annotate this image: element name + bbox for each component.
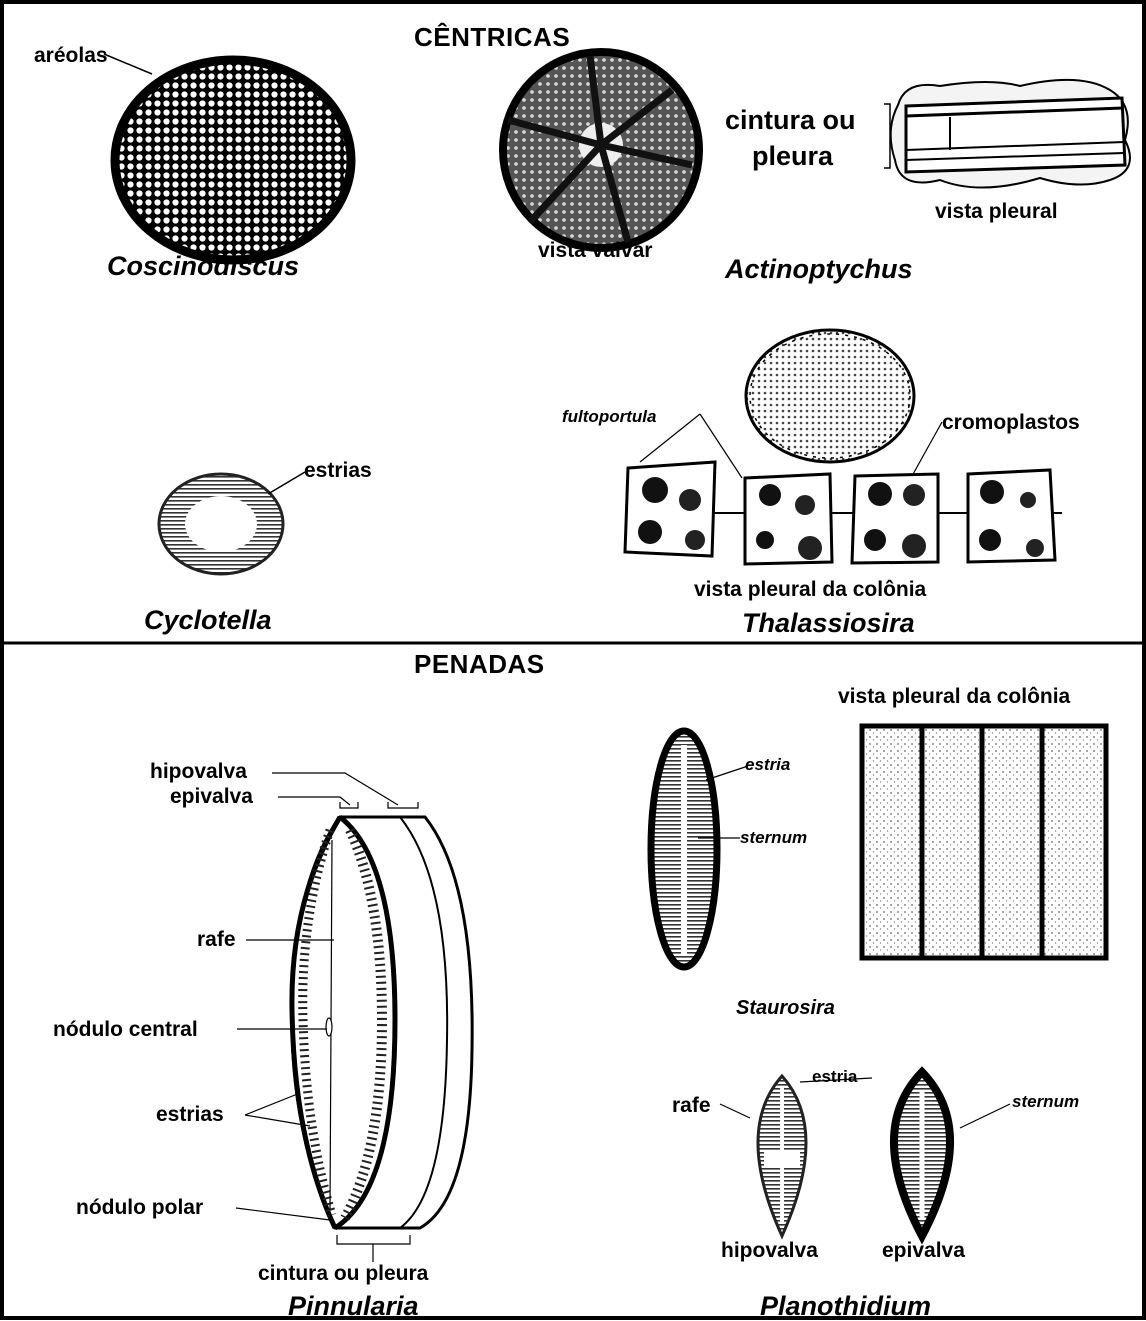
label-pleura: pleura — [752, 143, 833, 170]
cyclotella-drawing — [159, 472, 305, 574]
genus-thalassiosira: Thalassiosira — [742, 610, 915, 637]
coscinodiscus-drawing — [104, 54, 351, 260]
label-areolas: aréolas — [34, 45, 108, 66]
genus-cyclotella: Cyclotella — [144, 607, 272, 634]
section-title-penadas: PENADAS — [414, 651, 545, 677]
genus-actinoptychus: Actinoptychus — [725, 256, 913, 283]
section-title-centricas: CÊNTRICAS — [414, 24, 570, 50]
label-rafe-planothidium: rafe — [672, 1095, 711, 1116]
label-nodulo-polar: nódulo polar — [76, 1197, 203, 1218]
label-sternum-planothidium: sternum — [1012, 1093, 1079, 1110]
label-estrias-cyclotella: estrias — [304, 460, 372, 481]
genus-staurosira: Staurosira — [736, 998, 835, 1018]
label-hipovalva-pinnularia: hipovalva — [150, 761, 247, 782]
pinnularia-drawing — [236, 773, 472, 1262]
label-vista-pleural: vista pleural — [935, 201, 1058, 222]
label-vista-pleural-colonia-staurosira: vista pleural da colônia — [838, 686, 1070, 707]
label-epivalva-planothidium: epivalva — [882, 1240, 965, 1261]
genus-planothidium: Planothidium — [760, 1293, 931, 1320]
staurosira-valve-drawing — [651, 731, 748, 967]
label-estria-planothidium: estria — [812, 1068, 857, 1085]
label-vista-pleural-colonia-thalassiosira: vista pleural da colônia — [694, 579, 926, 600]
actinoptychus-valve-drawing — [503, 52, 699, 248]
thalassiosira-cell — [852, 474, 938, 563]
label-hipovalva-planothidium: hipovalva — [721, 1240, 818, 1261]
label-vista-valvar: vista valvar — [538, 240, 652, 261]
genus-coscinodiscus: Coscinodiscus — [107, 253, 299, 280]
actinoptychus-girdle-drawing — [884, 80, 1130, 188]
label-cintura-ou-pleura: cintura ou pleura — [258, 1263, 428, 1284]
label-cintura-ou: cintura ou — [725, 107, 856, 134]
label-sternum-staurosira: sternum — [740, 829, 807, 846]
label-cromoplastos: cromoplastos — [942, 412, 1080, 433]
label-rafe-pinnularia: rafe — [197, 929, 236, 950]
thalassiosira-cell — [968, 470, 1055, 562]
label-fultoportula: fultoportula — [562, 408, 656, 425]
label-estrias-pinnularia: estrias — [156, 1104, 224, 1125]
label-epivalva-pinnularia: epivalva — [170, 786, 253, 807]
genus-pinnularia: Pinnularia — [288, 1293, 419, 1320]
label-estria-staurosira: estria — [745, 756, 790, 773]
thalassiosira-valve-drawing — [746, 330, 914, 462]
staurosira-colony-drawing — [862, 726, 1106, 958]
thalassiosira-cell — [625, 462, 715, 556]
planothidium-drawing — [720, 1072, 1010, 1236]
thalassiosira-cell — [745, 474, 832, 564]
label-nodulo-central: nódulo central — [53, 1019, 198, 1040]
